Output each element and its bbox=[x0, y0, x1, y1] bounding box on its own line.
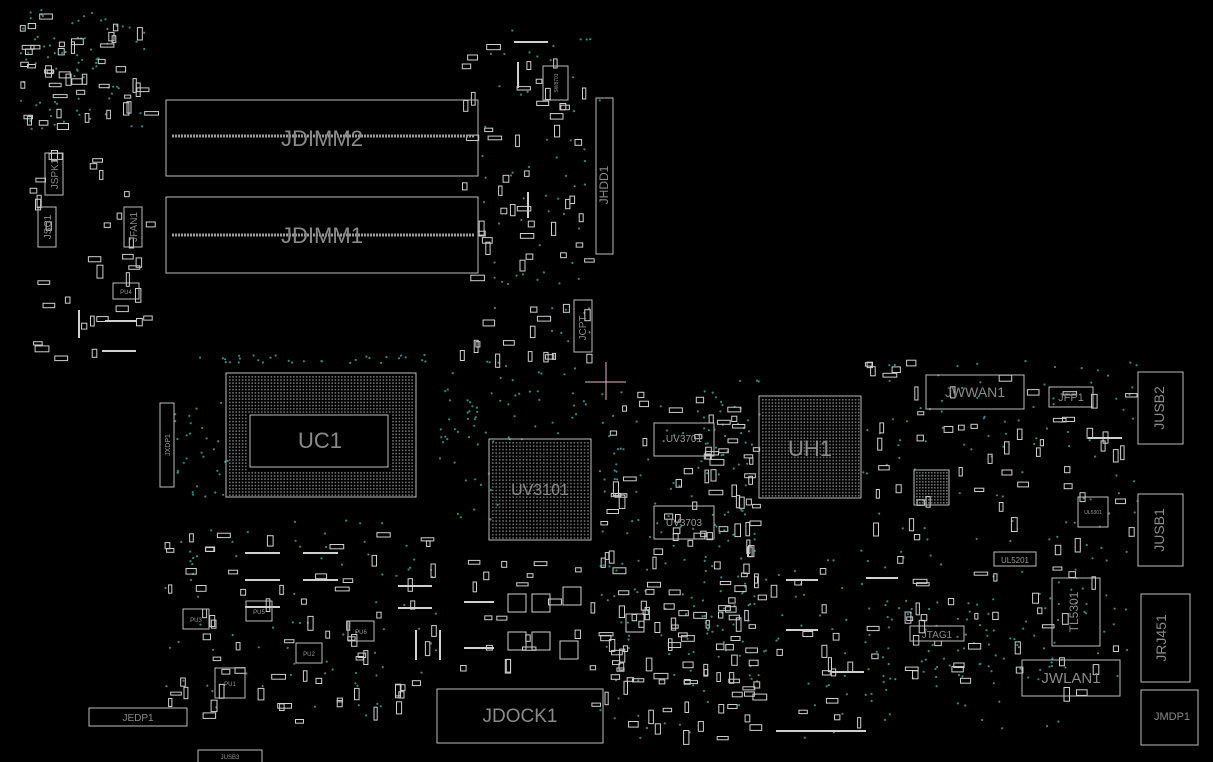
jsc1-label: JSC1 bbox=[43, 214, 54, 239]
sw-label: SW8701 bbox=[554, 73, 560, 92]
jusb2-label: JUSB2 bbox=[1151, 386, 1167, 430]
crosshair-cursor bbox=[585, 362, 626, 400]
jmdp1-connector[interactable]: JMDP1 bbox=[1140, 689, 1199, 746]
pu1-chip[interactable]: PU1 bbox=[214, 667, 246, 699]
jtag1-label: JTAG1 bbox=[922, 630, 953, 641]
jdimm2-slot[interactable]: JDIMM2 bbox=[165, 99, 479, 177]
small-parts bbox=[19, 13, 1138, 745]
jwlan1-label: JWLAN1 bbox=[1041, 670, 1100, 687]
jdimm1-slot[interactable]: JDIMM1 bbox=[165, 196, 479, 274]
ul5201-label: UL5201 bbox=[1001, 556, 1030, 565]
uv3703-label: UV3703 bbox=[666, 518, 703, 529]
uc1-cpu[interactable]: UC1 bbox=[225, 372, 417, 498]
jxdp1-connector[interactable]: JXDP1 bbox=[159, 402, 175, 488]
jrj451-label: JRJ451 bbox=[1153, 614, 1169, 662]
tl5301-label: TL5301 bbox=[1067, 591, 1081, 632]
jwwan1-label: JWWAN1 bbox=[945, 384, 1005, 400]
pu3-chip[interactable]: PU3 bbox=[182, 608, 210, 630]
uh1-pch[interactable]: UH1 bbox=[758, 395, 862, 499]
jfan1-label: JFAN1 bbox=[129, 212, 140, 242]
jfan1-connector[interactable]: JFAN1 bbox=[123, 206, 143, 248]
jhdd1-label: JHDD1 bbox=[597, 165, 611, 204]
uv3703-chip[interactable]: UV3703 bbox=[653, 505, 715, 540]
pu5-label: PU5 bbox=[253, 610, 265, 616]
via-field bbox=[19, 9, 1139, 740]
pu6-label: PU6 bbox=[355, 630, 367, 636]
jrj451-connector[interactable]: JRJ451 bbox=[1140, 593, 1191, 683]
jusb3-connector[interactable]: JUSB3 bbox=[197, 749, 263, 762]
jedp1-label: JEDP1 bbox=[122, 713, 154, 724]
jdimm2-label: JDIMM2 bbox=[281, 126, 363, 151]
jfp1-label: JFP1 bbox=[1058, 392, 1084, 404]
jusb3-label: JUSB3 bbox=[221, 755, 240, 761]
jspk1-label: JSPK1 bbox=[50, 158, 61, 189]
pu6-chip[interactable]: PU6 bbox=[347, 620, 375, 642]
jdimm1-label: JDIMM1 bbox=[281, 223, 363, 248]
small-bga-chip[interactable] bbox=[913, 469, 950, 506]
jhdd1-connector[interactable]: JHDD1 bbox=[595, 97, 614, 255]
pu1-label: PU1 bbox=[224, 682, 236, 688]
pu4-chip[interactable]: PU4 bbox=[112, 282, 140, 300]
jwlan1-connector[interactable]: JWLAN1 bbox=[1021, 659, 1121, 697]
jxdp1-label: JXDP1 bbox=[165, 434, 172, 456]
uv3101-gpu[interactable]: UV3101 bbox=[488, 438, 592, 541]
jusb1-connector[interactable]: JUSB1 bbox=[1137, 493, 1184, 567]
ul5301-chip[interactable]: UL5301 bbox=[1077, 496, 1109, 528]
pu3-label: PU3 bbox=[190, 618, 202, 624]
uc1-label: UC1 bbox=[298, 428, 342, 453]
pu5-chip[interactable]: PU5 bbox=[245, 600, 273, 622]
jusb1-label: JUSB1 bbox=[1151, 508, 1167, 552]
jusb2-connector[interactable]: JUSB2 bbox=[1137, 371, 1184, 445]
pu2-chip[interactable]: PU2 bbox=[295, 642, 323, 664]
jsc1-connector[interactable]: JSC1 bbox=[37, 206, 57, 248]
ul5301-label: UL5301 bbox=[1084, 510, 1102, 516]
uv3701-label: UV3701 bbox=[666, 434, 703, 445]
uv3701-chip[interactable]: UV3701 bbox=[653, 422, 715, 457]
bga-grids bbox=[229, 376, 948, 539]
jdock1-connector[interactable]: JDOCK1 bbox=[436, 688, 604, 744]
jedp1-connector[interactable]: JEDP1 bbox=[88, 707, 188, 727]
ul5201-chip[interactable]: UL5201 bbox=[993, 551, 1037, 567]
uh1-label: UH1 bbox=[788, 436, 832, 461]
jtag1-connector[interactable]: JTAG1 bbox=[909, 625, 965, 642]
pu2-label: PU2 bbox=[303, 652, 315, 658]
sw-chip[interactable]: SW8701 bbox=[542, 65, 569, 101]
pu4-label: PU4 bbox=[120, 290, 132, 296]
jwwan1-connector[interactable]: JWWAN1 bbox=[925, 374, 1025, 410]
jcpt-label: JCPT bbox=[578, 316, 589, 341]
jfp1-connector[interactable]: JFP1 bbox=[1048, 386, 1094, 408]
jdock1-label: JDOCK1 bbox=[483, 706, 558, 727]
tl5301-transformer[interactable]: TL5301 bbox=[1051, 577, 1101, 647]
jspk1-connector[interactable]: JSPK1 bbox=[44, 152, 64, 196]
jmdp1-label: JMDP1 bbox=[1154, 711, 1190, 723]
uv3101-label: UV3101 bbox=[511, 482, 569, 499]
jcpt-connector[interactable]: JCPT bbox=[573, 299, 593, 353]
